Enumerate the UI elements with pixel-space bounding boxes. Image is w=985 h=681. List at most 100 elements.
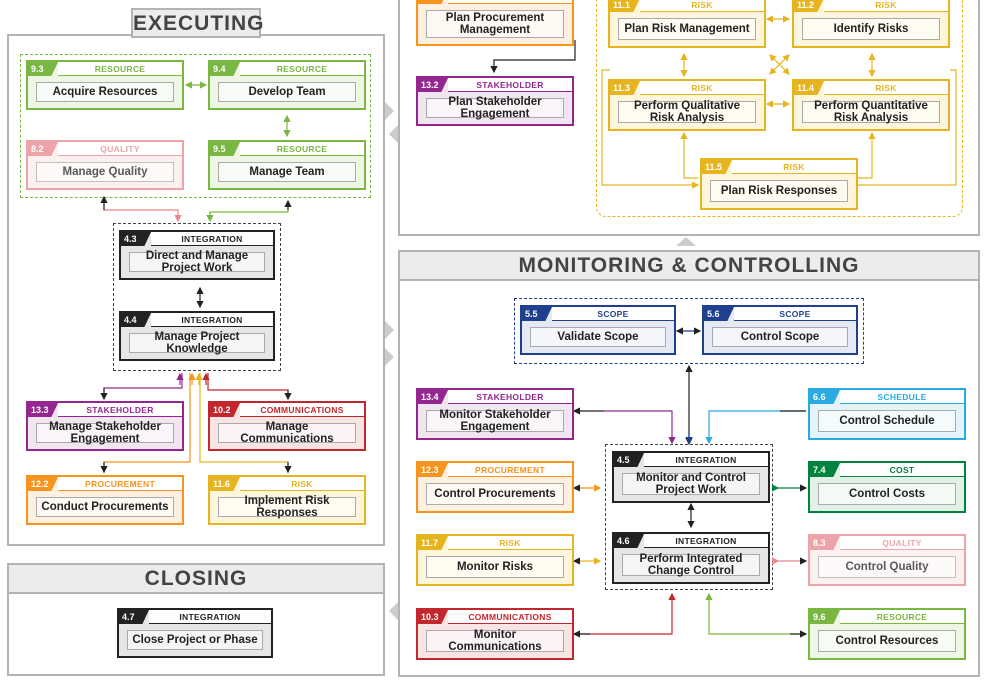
process-name: Manage Stakeholder Engagement <box>36 421 174 445</box>
process-name: Manage Team <box>218 162 356 182</box>
executing-title: EXECUTING <box>131 8 264 38</box>
knowledge-area-label: INTEGRATION <box>644 534 768 548</box>
process-name: Plan Procurement Management <box>426 10 564 38</box>
process-number: 9.4 <box>210 62 240 76</box>
knowledge-area-label: RISK <box>732 160 856 174</box>
process-number: 8.3 <box>810 536 840 550</box>
process-number: 10.2 <box>210 403 240 417</box>
process-number: 6.6 <box>810 390 840 404</box>
knowledge-area-label: COMMUNICATIONS <box>240 403 364 417</box>
process-number: 9.3 <box>28 62 58 76</box>
process-name: Plan Risk Responses <box>710 180 848 202</box>
process-name: Develop Team <box>218 82 356 102</box>
process-number: 13.3 <box>28 403 58 417</box>
process-number: 7.4 <box>810 463 840 477</box>
chevron-up-icon <box>676 237 696 246</box>
process-number: 12.2 <box>28 477 58 491</box>
knowledge-area-label: PROCUREMENT <box>448 463 572 477</box>
process-name: Control Quality <box>818 556 956 578</box>
knowledge-area-label: COMMUNICATIONS <box>448 610 572 624</box>
process-number: 12.3 <box>418 463 448 477</box>
knowledge-area-label: RISK <box>824 81 948 95</box>
chevron-icon <box>385 348 394 366</box>
knowledge-area-label: COST <box>840 463 964 477</box>
process-number: 11.4 <box>794 81 824 95</box>
scope-group <box>514 298 864 364</box>
executing-panel <box>7 34 385 546</box>
chevron-icon <box>385 321 394 339</box>
process-number: 5.6 <box>704 307 734 321</box>
process-name: Validate Scope <box>530 327 666 347</box>
process-name: Control Scope <box>712 327 848 347</box>
process-number: 11.1 <box>610 0 640 12</box>
process-number: 11.3 <box>610 81 640 95</box>
process-name: Conduct Procurements <box>36 497 174 517</box>
process-number: 13.2 <box>418 78 448 92</box>
knowledge-area-label: SCHEDULE <box>840 390 964 404</box>
process-number: 11.6 <box>210 477 240 491</box>
process-name: Perform Qualitative Risk Analysis <box>618 100 756 124</box>
process-name: Manage Project Knowledge <box>129 331 265 355</box>
process-name: Monitor Risks <box>426 556 564 578</box>
process-name: Perform Integrated Change Control <box>622 553 760 577</box>
monitoring-title: MONITORING & CONTROLLING <box>398 250 980 281</box>
knowledge-area-label: SCOPE <box>734 307 856 321</box>
knowledge-area-label: INTEGRATION <box>644 453 768 467</box>
process-number: 13.4 <box>418 390 448 404</box>
risk-group <box>596 0 963 217</box>
process-name: Perform Quantitative Risk Analysis <box>802 100 940 124</box>
process-box-12-1[interactable]: 12.1PROCUREMENTPlan Procurement Manageme… <box>416 0 574 46</box>
process-name: Control Procurements <box>426 483 564 505</box>
process-name: Manage Quality <box>36 162 174 182</box>
process-name: Close Project or Phase <box>127 630 263 650</box>
knowledge-area-label: STAKEHOLDER <box>448 78 572 92</box>
process-number: 8.2 <box>28 142 58 156</box>
knowledge-area-label: RESOURCE <box>240 142 364 156</box>
knowledge-area-label: INTEGRATION <box>149 610 271 624</box>
